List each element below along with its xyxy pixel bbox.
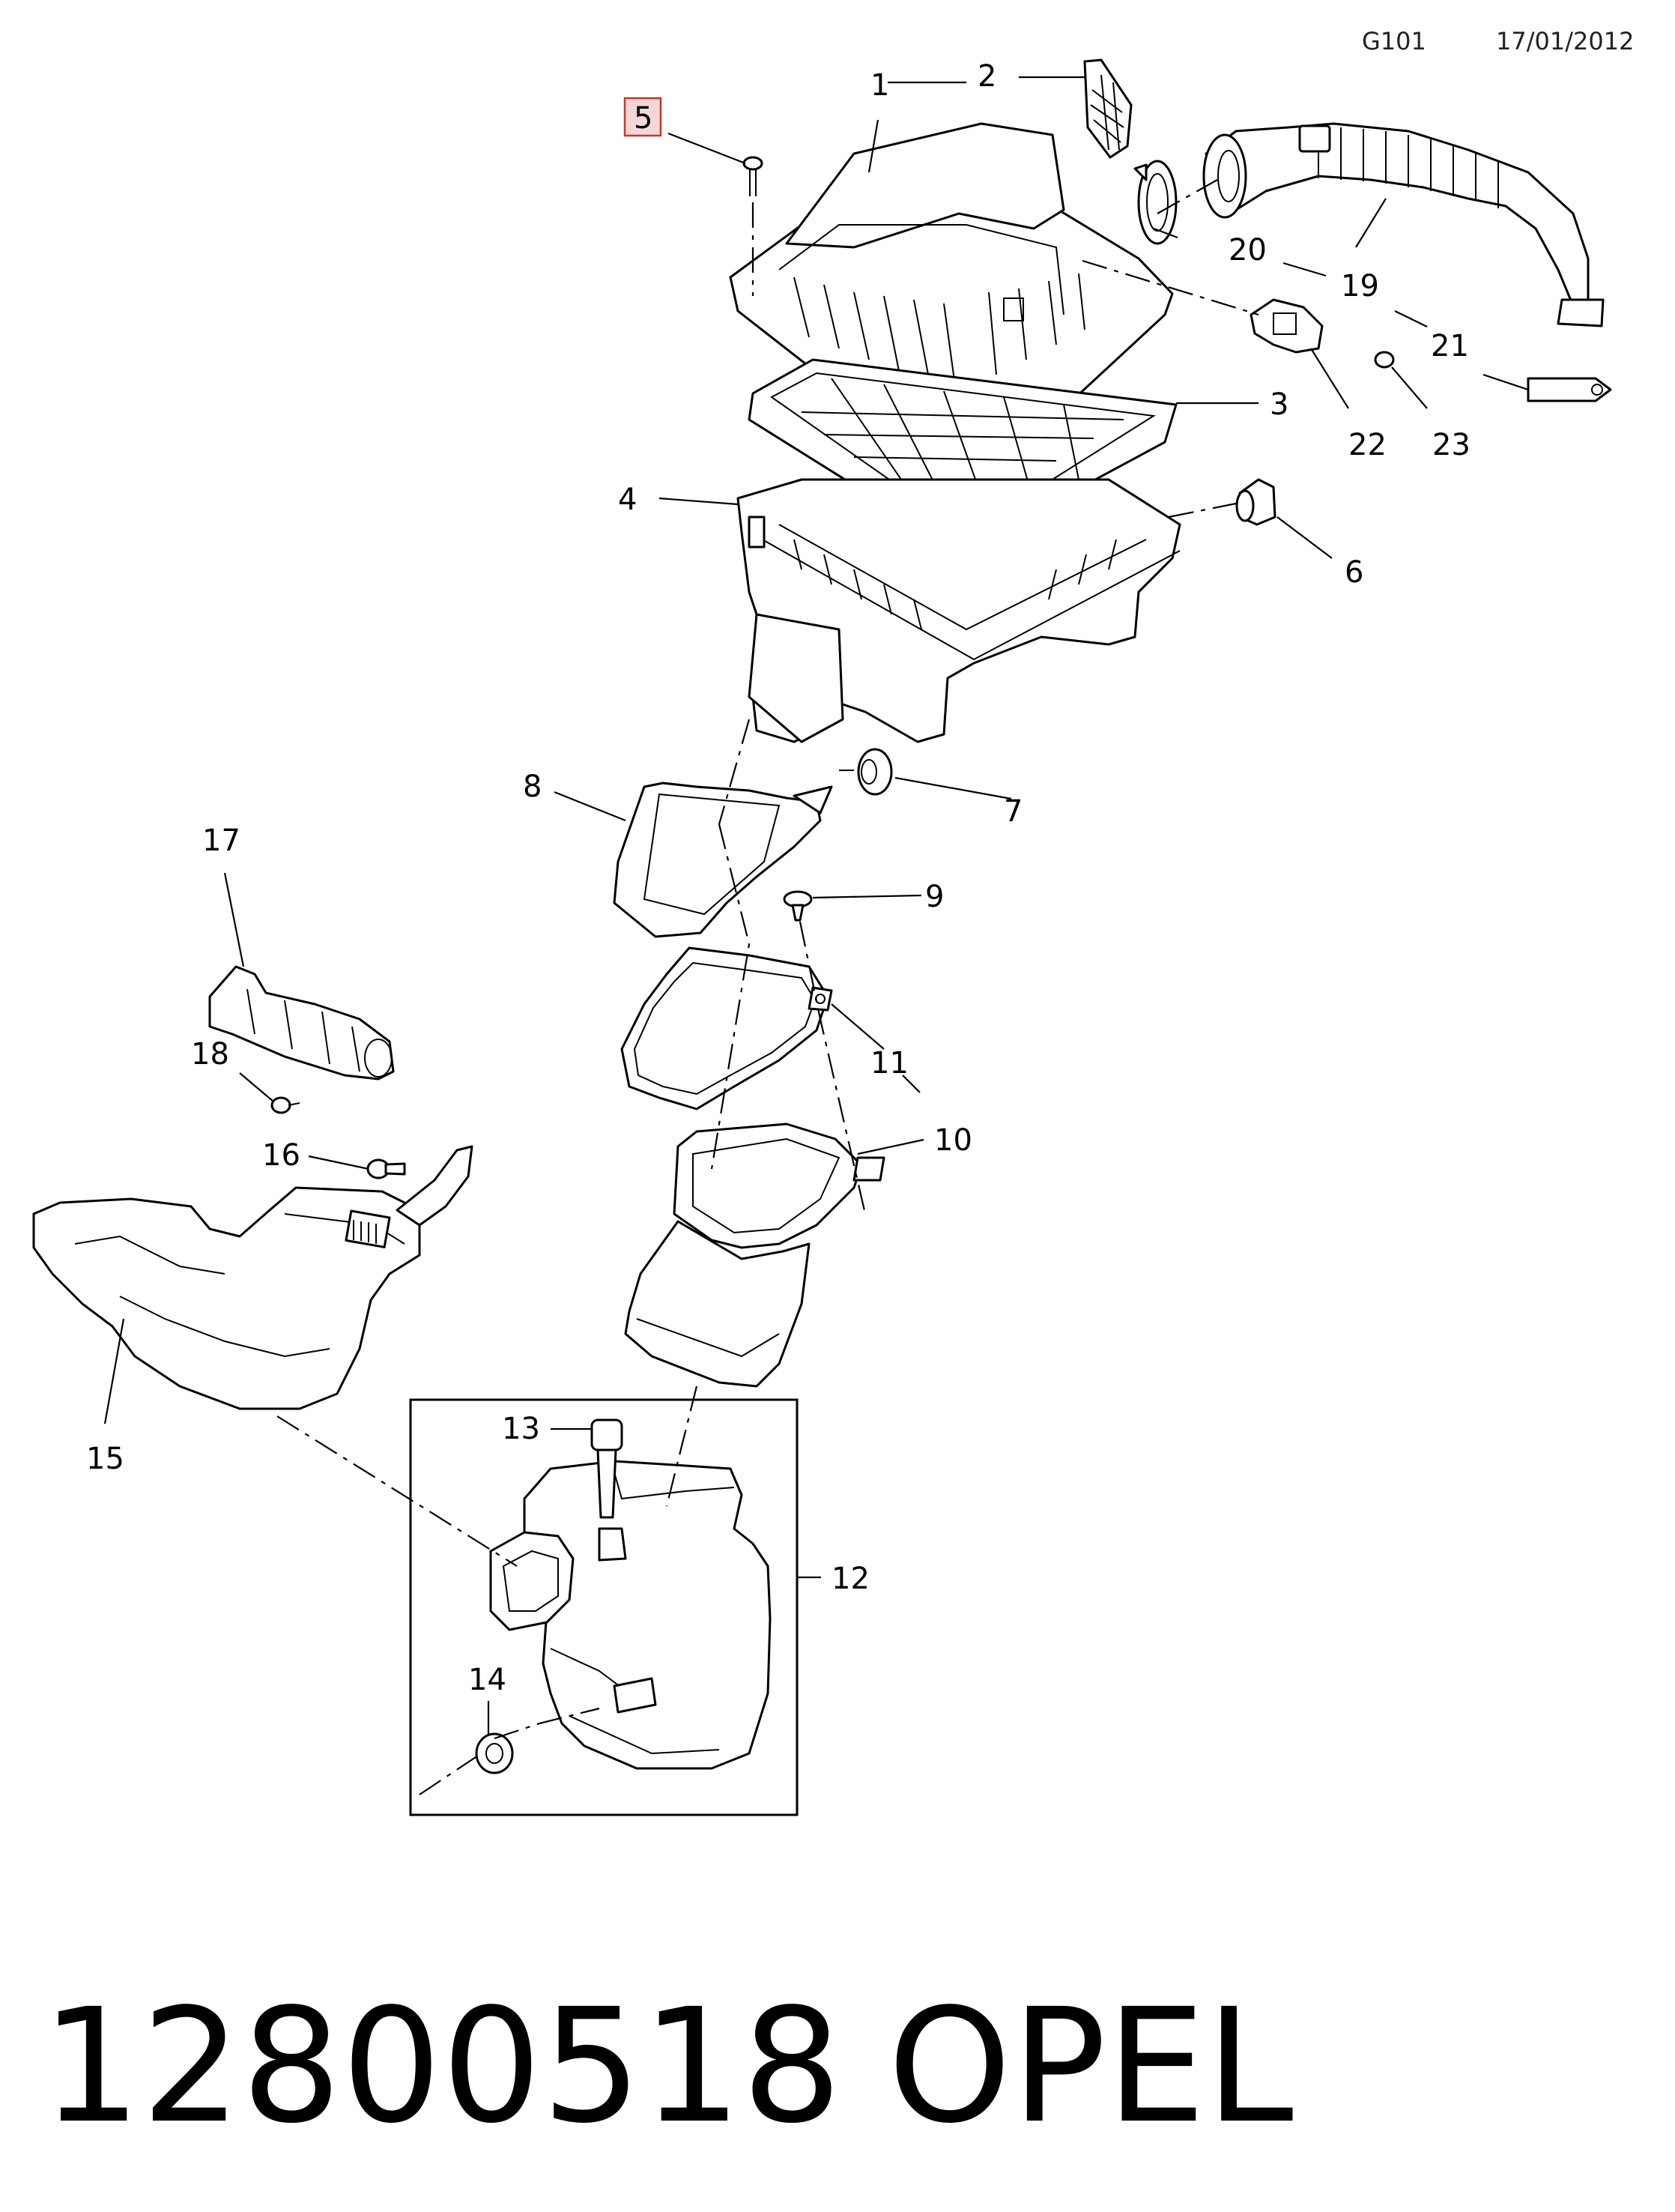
part-snorkel <box>208 965 395 1081</box>
part-grommet-7 <box>839 748 893 796</box>
callout-4[interactable]: 4 <box>618 483 637 517</box>
callout-12[interactable]: 12 <box>832 1562 870 1596</box>
part-bolt-16 <box>366 1158 406 1179</box>
callout-23[interactable]: 23 <box>1432 428 1470 462</box>
part-screw-18 <box>270 1096 300 1114</box>
part-maf-sensor <box>1250 298 1324 354</box>
part-lower-housing <box>736 478 1181 743</box>
brand-name: OPEL <box>888 1974 1294 2158</box>
part-bush-14 <box>475 1732 514 1774</box>
callout-15[interactable]: 15 <box>86 1442 124 1476</box>
callout-5[interactable]: 5 <box>634 101 652 136</box>
callout-1[interactable]: 1 <box>870 68 889 103</box>
part-clip-9 <box>783 890 813 922</box>
resonator-box <box>409 1398 799 1816</box>
callout-2[interactable]: 2 <box>978 59 996 94</box>
callout-21[interactable]: 21 <box>1431 329 1469 363</box>
callout-labels: 1 2 3 4 5 6 7 8 9 10 11 12 13 14 15 16 1… <box>86 59 1470 1697</box>
callout-22[interactable]: 22 <box>1348 428 1387 462</box>
callout-16[interactable]: 16 <box>262 1138 300 1173</box>
assembly-lines <box>276 179 1259 1795</box>
part-grommet-6 <box>1235 478 1276 526</box>
callout-9[interactable]: 9 <box>925 880 944 914</box>
part-sensor-13 <box>590 1418 623 1519</box>
callout-17[interactable]: 17 <box>202 824 240 858</box>
callout-8[interactable]: 8 <box>523 770 542 804</box>
diagram-date: 17/01/2012 <box>1496 27 1634 55</box>
part-screw-5 <box>742 156 763 196</box>
callout-14[interactable]: 14 <box>468 1663 506 1697</box>
callout-20[interactable]: 20 <box>1229 233 1267 268</box>
leader-lines <box>103 76 1529 1735</box>
callout-13[interactable]: 13 <box>502 1412 540 1446</box>
part-seal <box>620 946 833 1110</box>
part-intake-hose <box>1202 122 1605 327</box>
callout-10[interactable]: 10 <box>934 1123 972 1158</box>
callout-7[interactable]: 7 <box>1004 794 1023 829</box>
part-resonator <box>489 1460 772 1770</box>
group-code: G101 <box>1362 27 1426 55</box>
part-duct-10 <box>624 1122 885 1388</box>
part-inlet-duct <box>32 1145 473 1410</box>
part-number: 12800518 <box>41 1974 842 2158</box>
part-duct-adapter <box>613 782 833 938</box>
callout-19[interactable]: 19 <box>1341 269 1379 303</box>
part-clamp-21 <box>1527 377 1612 402</box>
part-hose-clamp-20 <box>1133 160 1178 245</box>
callout-18[interactable]: 18 <box>191 1037 229 1072</box>
callout-11[interactable]: 11 <box>870 1046 909 1081</box>
callout-3[interactable]: 3 <box>1270 387 1288 422</box>
part-screw-23 <box>1374 351 1395 369</box>
part-mesh-screen <box>1083 58 1133 159</box>
callout-6[interactable]: 6 <box>1345 555 1363 590</box>
callout-5-highlight <box>623 97 662 137</box>
